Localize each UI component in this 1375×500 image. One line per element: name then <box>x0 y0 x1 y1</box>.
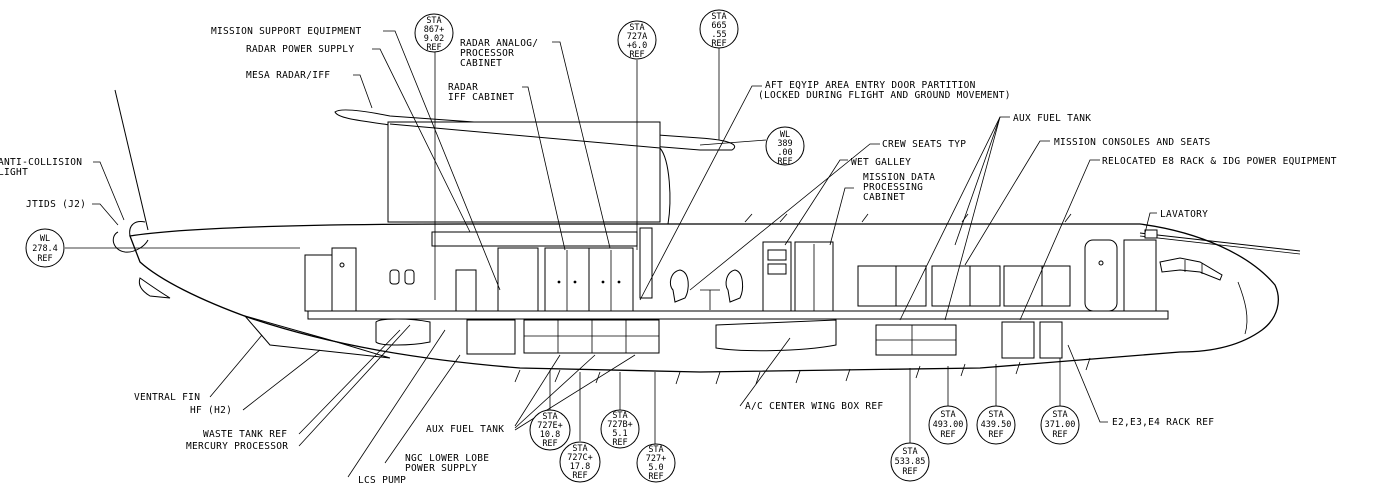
label-aux-fuel-tank-bottom: AUX FUEL TANK <box>426 424 504 435</box>
svg-text:STA: STA <box>612 411 627 421</box>
svg-text:665: 665 <box>711 21 726 31</box>
label-lavatory: LAVATORY <box>1160 209 1208 220</box>
station-371: STA 371.00 REF <box>1040 405 1080 445</box>
svg-text:371.00: 371.00 <box>1045 420 1076 430</box>
svg-text:REF: REF <box>629 50 644 60</box>
label-lcs-pump: LCS PUMP <box>358 475 406 486</box>
label-wet-galley: WET GALLEY <box>851 157 911 168</box>
callout-labels: MISSION SUPPORT EQUIPMENT RADAR POWER SU… <box>0 26 1337 486</box>
station-727c: STA 727C+ 17.8 REF <box>559 441 601 483</box>
svg-text:STA: STA <box>940 410 955 420</box>
station-wl-389: WL 389 .00 REF <box>765 126 805 167</box>
label-radar-analog-1: RADAR ANALOG/ <box>460 38 538 49</box>
fuselage <box>112 89 1301 373</box>
svg-text:STA: STA <box>648 445 663 455</box>
svg-text:17.8: 17.8 <box>570 462 590 472</box>
svg-text:REF: REF <box>1052 430 1067 440</box>
label-aft-door-2: (LOCKED DURING FLIGHT AND GROUND MOVEMEN… <box>758 90 1011 101</box>
svg-text:9.02: 9.02 <box>424 34 444 44</box>
svg-text:REF: REF <box>902 467 917 477</box>
label-waste-tank: WASTE TANK REF <box>203 429 287 440</box>
svg-text:REF: REF <box>572 471 587 481</box>
svg-text:REF: REF <box>711 39 726 49</box>
svg-text:867+: 867+ <box>424 25 444 35</box>
label-aux-fuel-tank-top: AUX FUEL TANK <box>1013 113 1091 124</box>
svg-text:533.85: 533.85 <box>895 457 926 467</box>
svg-text:5.0: 5.0 <box>648 463 663 473</box>
svg-text:STA: STA <box>542 412 557 422</box>
svg-text:727C+: 727C+ <box>567 453 593 463</box>
label-ventral-fin: VENTRAL FIN <box>134 392 200 403</box>
svg-text:5.1: 5.1 <box>612 429 627 439</box>
svg-text:STA: STA <box>1052 410 1067 420</box>
svg-text:727E+: 727E+ <box>537 421 563 431</box>
station-727e: STA 727E+ 10.8 REF <box>529 409 571 451</box>
station-665: STA 665 .55 REF <box>699 9 739 49</box>
svg-text:REF: REF <box>648 472 663 482</box>
svg-text:REF: REF <box>988 430 1003 440</box>
label-jtids: JTIDS (J2) <box>26 199 86 210</box>
svg-text:10.8: 10.8 <box>540 430 560 440</box>
station-439: STA 439.50 REF <box>976 405 1016 445</box>
label-radar-iff-2: IFF CABINET <box>448 92 514 103</box>
label-anti-collision-1: ANTI-COLLISION <box>0 157 82 168</box>
svg-text:REF: REF <box>542 439 557 449</box>
equipment-racks <box>304 227 1157 359</box>
station-533: STA 533.85 REF <box>890 442 930 482</box>
station-727a: STA 727A +6.0 REF <box>617 20 657 60</box>
svg-text:REF: REF <box>612 438 627 448</box>
svg-text:STA: STA <box>426 16 441 26</box>
svg-text:727B+: 727B+ <box>607 420 633 430</box>
svg-text:STA: STA <box>711 12 726 22</box>
station-727b: STA 727B+ 5.1 REF <box>600 409 640 449</box>
station-727: STA 727+ 5.0 REF <box>636 443 676 483</box>
svg-text:STA: STA <box>572 444 587 454</box>
label-center-wing: A/C CENTER WING BOX REF <box>745 401 883 412</box>
svg-text:.55: .55 <box>711 30 726 40</box>
svg-text:493.00: 493.00 <box>933 420 964 430</box>
svg-text:REF: REF <box>37 254 52 264</box>
svg-text:STA: STA <box>629 23 644 33</box>
svg-text:REF: REF <box>426 43 441 53</box>
svg-text:439.50: 439.50 <box>981 420 1012 430</box>
svg-text:REF: REF <box>777 157 792 167</box>
label-radar-analog-2: PROCESSOR <box>460 48 514 59</box>
label-mission-consoles: MISSION CONSOLES AND SEATS <box>1054 137 1211 148</box>
label-mission-data-2: PROCESSING <box>863 182 923 193</box>
label-mesa: MESA RADAR/IFF <box>246 70 330 81</box>
mesa-radar-dome <box>334 109 736 225</box>
label-ngc-2: POWER SUPPLY <box>405 463 477 474</box>
svg-text:727+: 727+ <box>646 454 666 464</box>
station-493: STA 493.00 REF <box>928 405 968 445</box>
station-wl-278: WL 278.4 REF <box>25 228 65 268</box>
label-radar-analog-3: CABINET <box>460 58 502 69</box>
svg-text:389: 389 <box>777 139 792 149</box>
svg-text:.00: .00 <box>777 148 792 158</box>
svg-text:STA: STA <box>988 410 1003 420</box>
label-ngc-1: NGC LOWER LOBE <box>405 453 489 464</box>
svg-text:REF: REF <box>940 430 955 440</box>
label-aft-door-1: AFT EQYIP AREA ENTRY DOOR PARTITION <box>765 80 976 91</box>
label-e2-rack: E2,E3,E4 RACK REF <box>1112 417 1214 428</box>
svg-text:WL: WL <box>40 234 50 244</box>
svg-text:727A: 727A <box>627 32 647 42</box>
label-relocated-e8: RELOCATED E8 RACK & IDG POWER EQUIPMENT <box>1102 156 1337 167</box>
station-867: STA 867+ 9.02 REF <box>414 13 454 53</box>
label-anti-collision-2: LIGHT <box>0 167 28 178</box>
label-hf: HF (H2) <box>190 405 232 416</box>
svg-text:+6.0: +6.0 <box>627 41 647 51</box>
label-mission-support: MISSION SUPPORT EQUIPMENT <box>211 26 362 37</box>
label-mission-data-1: MISSION DATA <box>863 172 935 183</box>
top-antennas <box>744 213 1072 223</box>
belly-antennas <box>514 357 1091 385</box>
label-radar-power: RADAR POWER SUPPLY <box>246 44 354 55</box>
svg-text:278.4: 278.4 <box>32 244 58 254</box>
svg-text:WL: WL <box>780 130 790 140</box>
label-mercury: MERCURY PROCESSOR <box>186 441 288 452</box>
svg-text:STA: STA <box>902 447 917 457</box>
label-radar-iff-1: RADAR <box>448 82 478 93</box>
label-crew-seats: CREW SEATS TYP <box>882 139 966 150</box>
label-mission-data-3: CABINET <box>863 192 905 203</box>
